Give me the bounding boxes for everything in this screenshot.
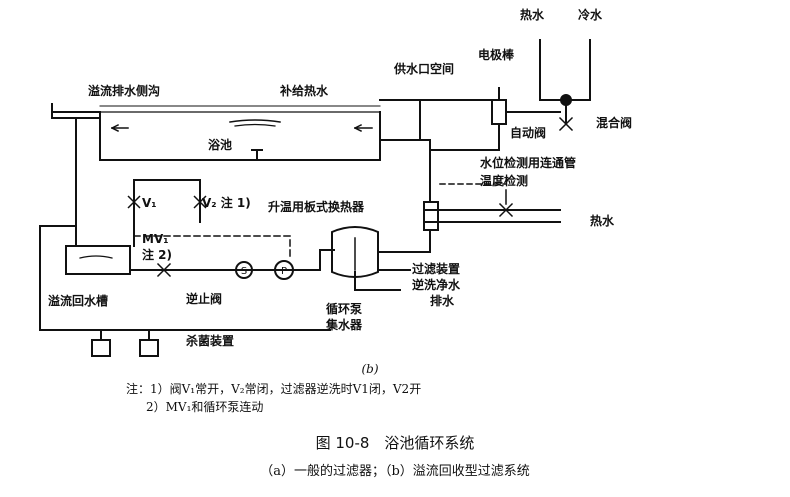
label-note2-mark: 注 2) (142, 248, 173, 262)
electrode-rod (491, 99, 507, 125)
sterilizer-unit-1 (91, 339, 111, 357)
label-electrode-rod: 电极棒 (478, 48, 515, 62)
figure-title: 图 10-8 浴池循环系统 (315, 434, 475, 452)
label-backwash: 逆洗净水 (412, 278, 461, 292)
label-overflow-ditch: 溢流排水侧沟 (88, 84, 161, 98)
note-2: 2）MV₁和循环泵连动 (146, 400, 264, 414)
pump-symbol: P (281, 266, 287, 277)
plate-heat-exchanger (423, 201, 439, 231)
label-makeup-hot-water: 补给热水 (280, 84, 329, 98)
label-v2: V₂ 注 1) (202, 196, 251, 210)
sterilizer-unit-2 (139, 339, 159, 357)
label-auto-valve: 自动阀 (510, 126, 547, 140)
label-cold-water-top: 冷水 (578, 8, 603, 22)
pool-tank (99, 111, 381, 161)
label-circ-pump: 循环泵 (326, 302, 363, 316)
label-drain: 排水 (430, 294, 455, 308)
label-overflow-tank: 溢流回水槽 (48, 294, 109, 308)
label-mv1: MV₁ (142, 232, 169, 246)
label-pool: 浴池 (208, 138, 233, 152)
label-collector: 集水器 (326, 318, 363, 332)
overflow-return-tank (65, 245, 131, 275)
label-hot-water-top: 热水 (520, 8, 545, 22)
filter-vessel (331, 226, 379, 278)
label-v1: V₁ (142, 196, 157, 210)
collector-symbol: S (241, 266, 247, 277)
label-temp-detect: 温度检测 (480, 174, 529, 188)
note-1: 注：1）阀V₁常开，V₂常闭，过滤器逆洗时V1闭，V2开 (126, 382, 422, 396)
label-heat-exchanger: 升温用板式换热器 (268, 200, 365, 214)
sub-figure-label: (b) (361, 362, 379, 376)
label-supply-air-gap: 供水口空间 (394, 62, 455, 76)
figure-subtitle: （a）一般的过滤器；（b）溢流回收型过滤系统 (260, 464, 530, 479)
label-check-valve: 逆止阀 (186, 292, 223, 306)
label-sterilizer: 杀菌装置 (186, 334, 235, 348)
label-level-pipe: 水位检测用连通管 (480, 156, 577, 170)
label-filter-device: 过滤装置 (412, 262, 461, 276)
label-hot-water-right: 热水 (590, 214, 615, 228)
label-mixing-valve: 混合阀 (596, 116, 633, 130)
